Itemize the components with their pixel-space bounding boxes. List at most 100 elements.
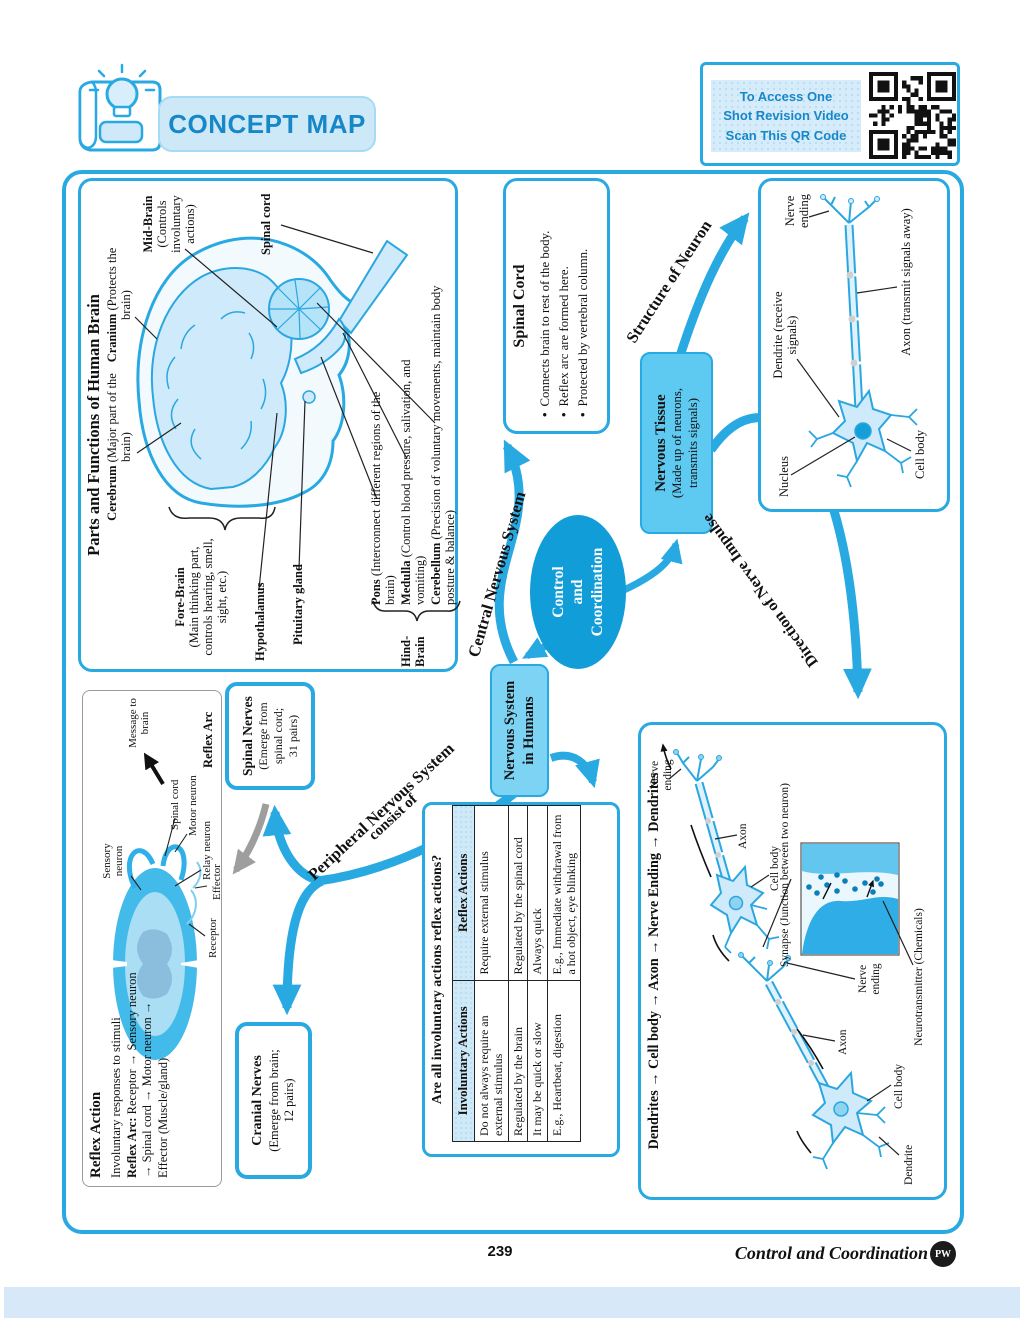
label-mid-brain: Mid-Brain (Controls involuntary actions) bbox=[141, 195, 197, 253]
concept-map-title: CONCEPT MAP bbox=[168, 108, 366, 139]
label-nucleus: Nucleus bbox=[777, 456, 791, 497]
label-nerve-ending: Nerve ending bbox=[783, 193, 811, 229]
spinal-cord-bullet-1: Connects brain to rest of the body. bbox=[536, 231, 555, 417]
label-cerebrum: Cerebrum (Major part of the brain) bbox=[105, 373, 133, 521]
center-line-3: Coordination bbox=[588, 547, 606, 637]
cranial-nerves-sub1: (Emerge from brain; bbox=[266, 1049, 281, 1152]
table-row: E.g., Heartbeat, digestion E.g., Immedia… bbox=[547, 805, 581, 1142]
qr-code bbox=[869, 72, 956, 159]
table-cell: E.g., Immediate withdrawal from a hot ob… bbox=[547, 805, 581, 981]
page-number: 239 bbox=[487, 1243, 513, 1260]
spinal-cord-bullet-2: Reflex arc are formed here. bbox=[555, 231, 574, 417]
label-neurotransmitter: Neurotransmitter (Chemicals) bbox=[913, 908, 925, 1046]
label-receptor: Receptor bbox=[207, 918, 219, 958]
reflex-action-box: Reflex Action Involuntary responses to s… bbox=[82, 690, 223, 1187]
table-row: It may be quick or slow Always quick bbox=[527, 805, 548, 1142]
table-cell: Regulated by the brain bbox=[508, 980, 528, 1142]
central-topic-ellipse: Control and Coordination bbox=[530, 515, 626, 669]
label-cerebellum: Cerebellum (Precision of voluntary movem… bbox=[429, 285, 457, 605]
label-hypothalamus: Hypothalamus bbox=[253, 582, 267, 662]
label-chain-cell-body-1: Cell body bbox=[893, 1063, 905, 1109]
involuntary-vs-reflex-table: Involuntary Actions Reflex Actions Do no… bbox=[452, 805, 581, 1142]
spinal-cord-title: Spinal Cord bbox=[511, 264, 528, 348]
connector-arrows bbox=[232, 212, 872, 1016]
table-cell: Require external stimulus bbox=[474, 805, 509, 981]
cranial-nerves-sub2: 12 pairs) bbox=[282, 1078, 297, 1123]
table-cell: It may be quick or slow bbox=[527, 980, 548, 1142]
label-chain-dendrite: Dendrite bbox=[903, 1144, 915, 1185]
table-header-involuntary: Involuntary Actions bbox=[452, 980, 475, 1142]
label-chain-nerve-ending-1: Nerve ending bbox=[857, 963, 882, 995]
nsh-line-1: Nervous System bbox=[502, 680, 519, 781]
label-chain-axon-2: Axon bbox=[737, 823, 749, 849]
label-sensory-neuron: Sensory neuron bbox=[101, 843, 126, 879]
qr-line-3: Scan This QR Code bbox=[725, 127, 847, 143]
spinal-nerves-sub3: 31 pairs) bbox=[285, 714, 300, 758]
brain-title: Parts and Functions of Human Brain bbox=[84, 294, 103, 556]
qr-line-1: To Access One bbox=[739, 88, 833, 104]
label-dendrite: Dendrite (receive signals) bbox=[771, 291, 799, 379]
table-cell: E.g., Heartbeat, digestion bbox=[547, 980, 581, 1142]
label-chain-nerve-ending-2: Nerve ending bbox=[649, 759, 674, 791]
nervous-tissue-title: Nervous Tissue bbox=[653, 394, 670, 492]
nervous-tissue-sub2: transmits signals) bbox=[685, 398, 700, 488]
neuron-structure-diagram bbox=[790, 194, 918, 488]
label-motor-neuron: Motor neuron bbox=[187, 775, 199, 836]
spinal-cord-bullet-3: Protected by vertebral column. bbox=[574, 231, 593, 417]
chapter-title: Control and Coordination bbox=[734, 1243, 928, 1263]
reflex-p2-bold: Reflex Arc: bbox=[124, 1117, 139, 1178]
table-title: Are all involuntary actions reflex actio… bbox=[430, 854, 445, 1105]
label-message-to-brain: Message to brain bbox=[127, 698, 152, 748]
concept-map-frame: Central Nervous System Peripheral Nervou… bbox=[62, 170, 964, 1234]
table-header-reflex: Reflex Actions bbox=[452, 805, 475, 981]
table-row: Regulated by the brain Regulated by the … bbox=[508, 805, 528, 1142]
label-effector: Effector bbox=[211, 864, 223, 900]
label-pituitary-gland: Pituitary gland bbox=[291, 564, 305, 645]
label-fore-brain: Fore-Brain(Main thinking part, controls … bbox=[173, 538, 229, 656]
spinal-nerves-box: Spinal Nerves (Emerge from spinal cord; … bbox=[225, 682, 315, 790]
label-pons: Pons (Interconnect different regions of … bbox=[369, 391, 397, 605]
brain-diagram bbox=[134, 224, 461, 622]
cranial-nerves-title: Cranial Nerves bbox=[250, 1055, 266, 1146]
label-cranium: Cranium (Protects the brain) bbox=[105, 247, 133, 363]
spinal-cord-bullets: Connects brain to rest of the body. Refl… bbox=[536, 231, 594, 417]
table-cell: Do not always require an external stimul… bbox=[474, 980, 509, 1142]
reflex-arc-caption: Reflex Arc bbox=[201, 711, 215, 768]
label-spinal-cord-reflex: Spinal cord bbox=[169, 779, 181, 830]
nervous-system-humans-box: Nervous System in Humans bbox=[490, 664, 549, 797]
center-line-1: Control bbox=[549, 566, 567, 618]
nervous-tissue-box: Nervous Tissue (Made up of neurons, tran… bbox=[640, 352, 713, 534]
reflex-arc-diagram bbox=[111, 752, 208, 1060]
neuron-chain-box: Dendrites → Cell body → Axon → Nerve End… bbox=[638, 722, 947, 1200]
concept-map-canvas: Central Nervous System Peripheral Nervou… bbox=[66, 174, 952, 1222]
human-brain-box: Parts and Functions of Human Brain Cereb… bbox=[78, 178, 461, 672]
spinal-nerves-title: Spinal Nerves bbox=[239, 696, 255, 776]
qr-panel: To Access One Shot Revision Video Scan T… bbox=[700, 62, 960, 166]
involuntary-vs-reflex-table-box: Are all involuntary actions reflex actio… bbox=[422, 802, 620, 1157]
label-chain-cell-body-2: Cell body bbox=[769, 845, 781, 891]
label-chain-axon-1: Axon bbox=[837, 1029, 849, 1055]
concept-map-scroll-icon bbox=[78, 63, 162, 152]
label-hind-brain: Hind-Brain bbox=[399, 635, 427, 667]
label-spinal-cord-brain: Spinal cord bbox=[259, 193, 273, 255]
spinal-nerves-sub1: (Emerge from bbox=[256, 702, 271, 770]
table-cell: Regulated by the spinal cord bbox=[508, 805, 528, 981]
qr-line-2: Shot Revision Video bbox=[723, 108, 849, 124]
neuron-chain-diagram bbox=[641, 719, 914, 1170]
neuron-structure-box: Nucleus Dendrite (receive signals) Nerve… bbox=[758, 178, 950, 512]
label-cell-body: Cell body bbox=[913, 430, 927, 479]
nervous-tissue-sub1: (Made up of neurons, bbox=[670, 387, 685, 499]
reflex-p1: Involuntary responses to stimuli bbox=[109, 1017, 123, 1178]
center-line-2: and bbox=[569, 579, 587, 605]
label-medulla: Medulla (Control blood pressure, salivat… bbox=[399, 359, 427, 605]
spinal-cord-box: Spinal Cord Connects brain to rest of th… bbox=[503, 178, 610, 434]
table-cell: Always quick bbox=[527, 805, 548, 981]
label-axon: Axon (transmit signals away) bbox=[899, 208, 913, 356]
table-row: Do not always require an external stimul… bbox=[474, 805, 509, 1142]
qr-instructions: To Access One Shot Revision Video Scan T… bbox=[711, 80, 861, 152]
cranial-nerves-box: Cranial Nerves (Emerge from brain; 12 pa… bbox=[235, 1022, 312, 1179]
reflex-title: Reflex Action bbox=[88, 1091, 104, 1178]
reflex-paragraph: Involuntary responses to stimuli Reflex … bbox=[109, 970, 172, 1178]
bottom-accent-bar bbox=[4, 1287, 1020, 1318]
